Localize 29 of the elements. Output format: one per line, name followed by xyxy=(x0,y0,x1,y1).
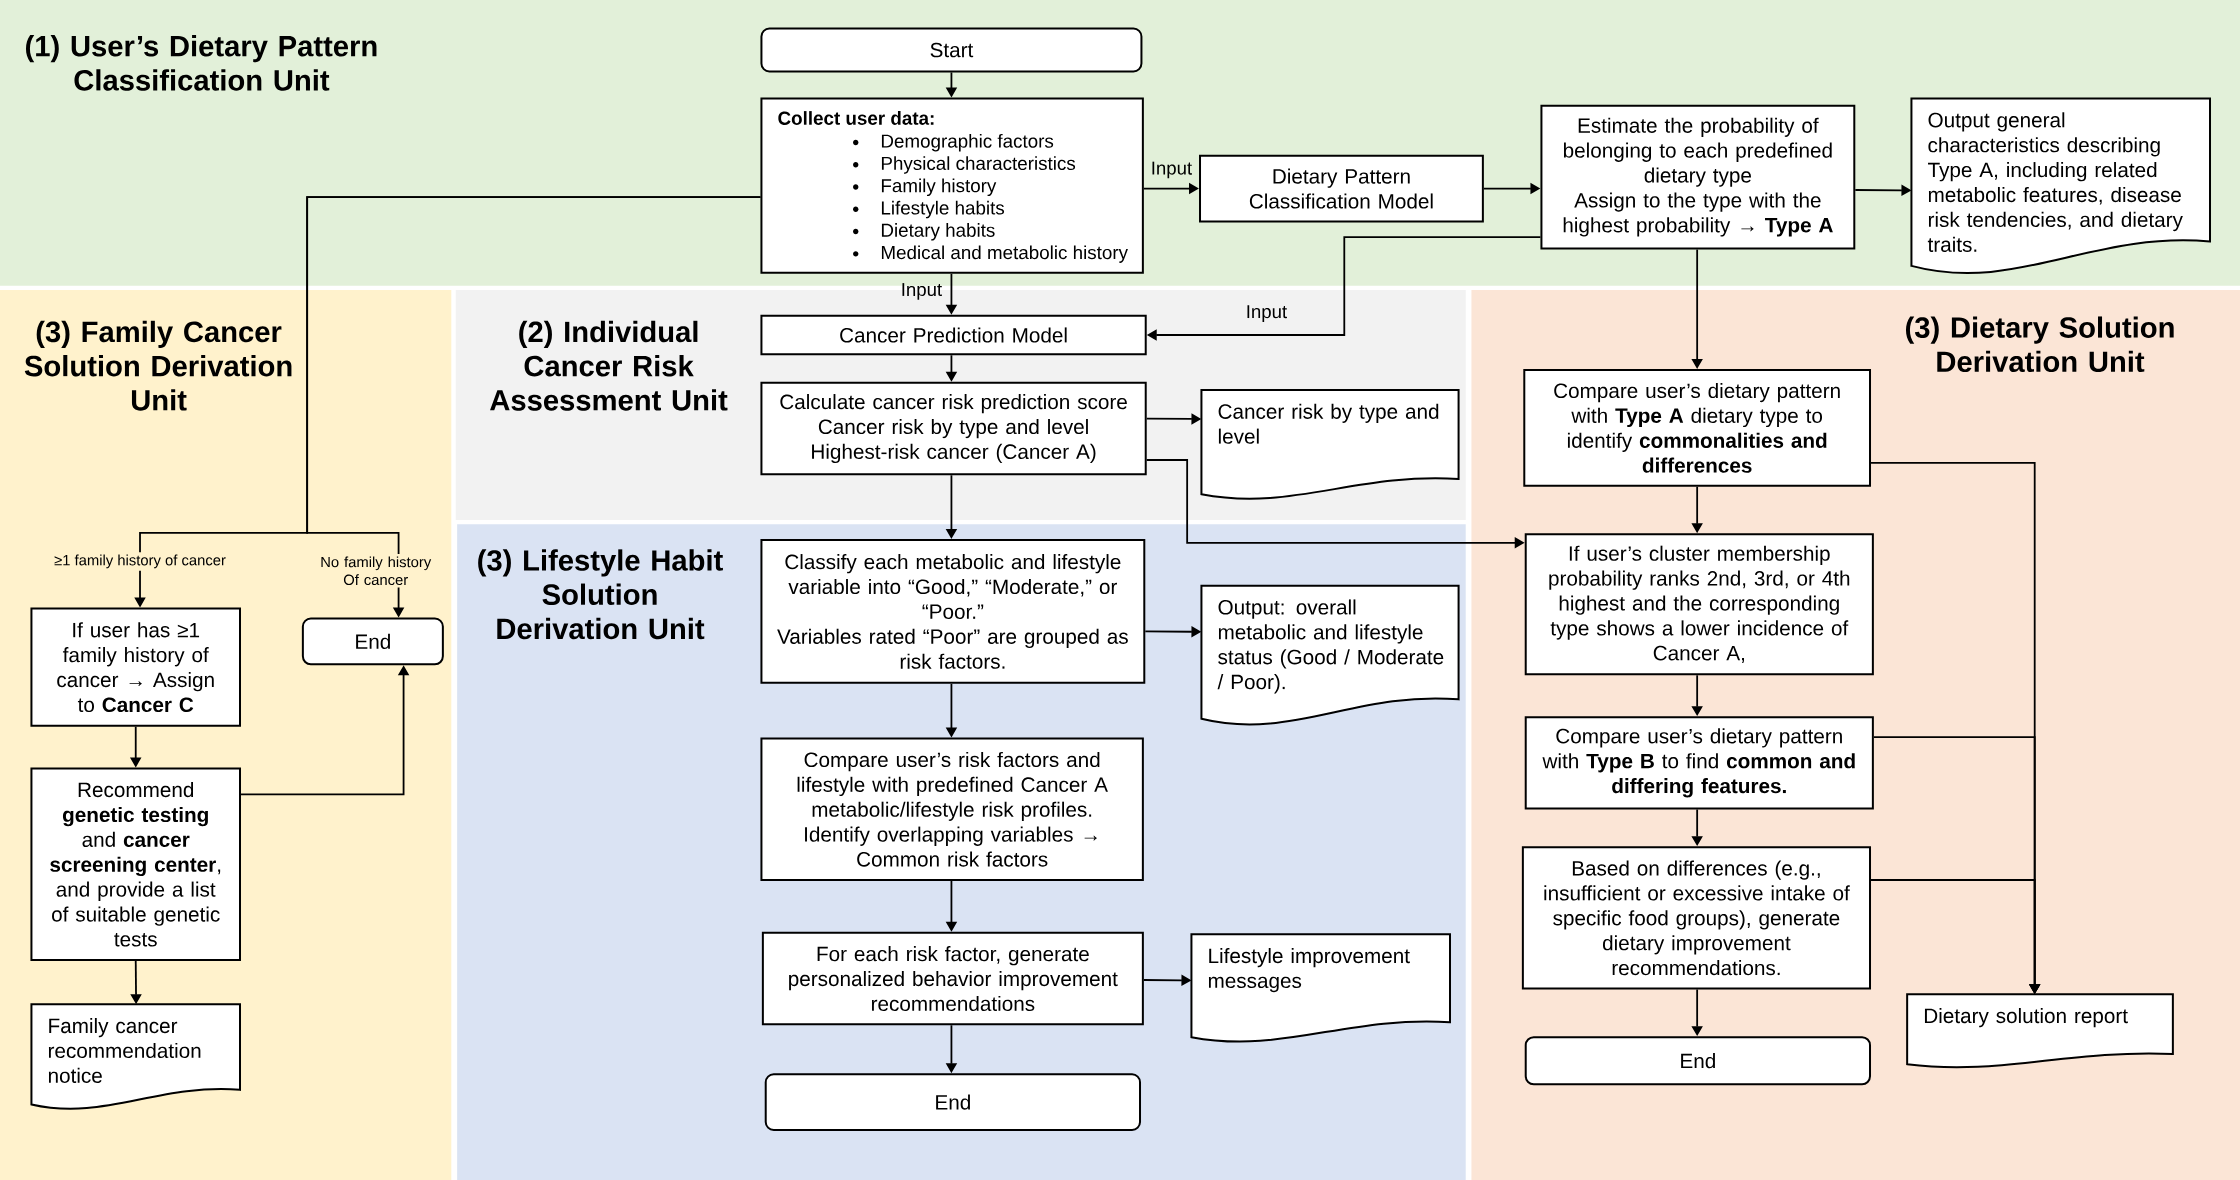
process-box: Compare user’s risk factors and lifestyle with predefined Cancer A metabolic/lifestyle risk profiles. Identify overlapping variables → Common risk factors xyxy=(760,737,1144,881)
list-item: Medical and metabolic history xyxy=(881,245,1128,263)
process-box: Estimate the probability of belonging to each predefined dietary type Assign to the type with the highest probability → Type A xyxy=(1540,104,1856,250)
edge-label: No family history Of cancer xyxy=(311,554,440,588)
process-box: Cancer Prediction Model xyxy=(760,314,1147,356)
terminal-box: Start xyxy=(760,27,1143,73)
process-box: Dietary Pattern Classification Model xyxy=(1199,154,1484,223)
process-box: Compare user’s dietary pattern with Type B to find common and differing features. xyxy=(1524,716,1874,810)
list-item: Family history xyxy=(881,178,997,197)
list-item: Lifestyle habits xyxy=(881,200,1005,219)
edge-label: ≥1 family history of cancer xyxy=(51,552,229,571)
terminal-box: End xyxy=(301,617,444,666)
terminal-box: End xyxy=(1524,1036,1871,1086)
list-item: Dietary habits xyxy=(881,223,995,241)
process-box: Classify each metabolic and lifestyle variable into “Good,” “Moderate,” or “Poor.” Variables rated “Poor” are grouped as risk factors. xyxy=(760,539,1146,684)
list-item: Physical characteristics xyxy=(881,156,1076,174)
edge-label: Input xyxy=(1148,159,1195,181)
process-box: If user’s cluster membership probability ranks 2nd, 3rd, or 4th highest and the corresponding type shows a lower incidence of Cancer A, xyxy=(1524,533,1874,676)
list-item: Demographic factors xyxy=(881,133,1054,152)
process-box: If user has ≥1 family history of cancer → Assign to Cancer C xyxy=(30,607,241,727)
process-box: Based on differences (e.g., insufficient or excessive intake of specific food groups), generate dietary improvement recommendations. xyxy=(1521,846,1871,990)
process-box: Calculate cancer risk prediction score Cancer risk by type and level Highest-risk cancer (Cancer A) xyxy=(760,381,1147,476)
list-heading: Collect user data: xyxy=(778,111,934,125)
process-box: Recommend genetic testing and cancer screening center, and provide a list of suitable genetic tests xyxy=(30,767,241,961)
process-box: For each risk factor, generate personalized behavior improvement recommendations xyxy=(761,931,1144,1026)
terminal-box: End xyxy=(764,1073,1141,1131)
edge-label: Input xyxy=(1243,302,1290,325)
process-box xyxy=(760,97,1144,274)
process-box: Compare user’s dietary pattern with Type A dietary type to identify commonalities and differences xyxy=(1523,369,1871,487)
